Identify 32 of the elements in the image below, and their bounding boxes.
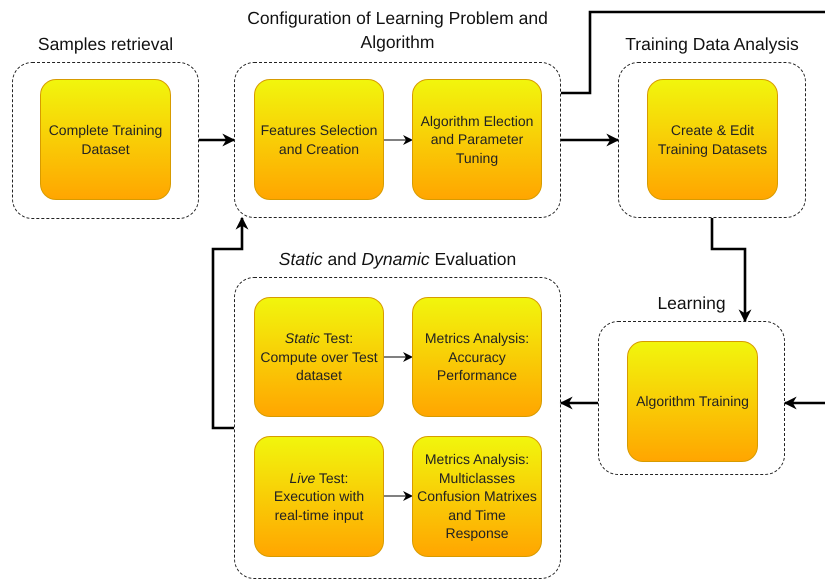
process-label: Live Test: Execution with real-time input xyxy=(272,468,366,524)
group-title: Configuration of Learning Problem and Algorithm xyxy=(246,7,549,54)
process-label: Features Selection and Creation xyxy=(260,121,378,158)
arrow xyxy=(560,396,598,410)
process-box xyxy=(254,79,384,200)
group-title: Learning xyxy=(656,292,727,315)
group-title: Static and Dynamic Evaluation xyxy=(278,248,518,271)
group-title: Samples retrieval xyxy=(36,33,174,56)
process-box xyxy=(412,436,542,557)
arrow xyxy=(212,216,248,430)
arrow xyxy=(199,134,236,146)
group-title: Training Data Analysis xyxy=(624,33,800,56)
arrow xyxy=(384,491,413,501)
process-box xyxy=(412,79,542,200)
arrow xyxy=(710,218,752,322)
arrow xyxy=(384,135,413,145)
process-label: Algorithm Election and Parameter Tuning xyxy=(420,112,534,168)
process-label: Metrics Analysis: Multiclasses Confusion Matrixes and Time Response xyxy=(416,450,538,543)
process-box xyxy=(412,297,542,417)
process-label: Complete Training Dataset xyxy=(48,121,164,158)
process-box xyxy=(254,297,384,417)
process-box xyxy=(627,341,758,462)
arrow xyxy=(561,134,620,146)
process-label: Create & Edit Training Datasets xyxy=(656,121,768,158)
arrow xyxy=(784,396,825,410)
process-box xyxy=(647,79,778,200)
process-box xyxy=(40,79,171,200)
process-box xyxy=(254,436,384,557)
arrow xyxy=(384,352,413,362)
process-label: Algorithm Training xyxy=(636,392,749,411)
process-label: Static Test: Compute over Test dataset xyxy=(259,329,379,385)
process-label: Metrics Analysis: Accuracy Performance xyxy=(424,329,530,385)
